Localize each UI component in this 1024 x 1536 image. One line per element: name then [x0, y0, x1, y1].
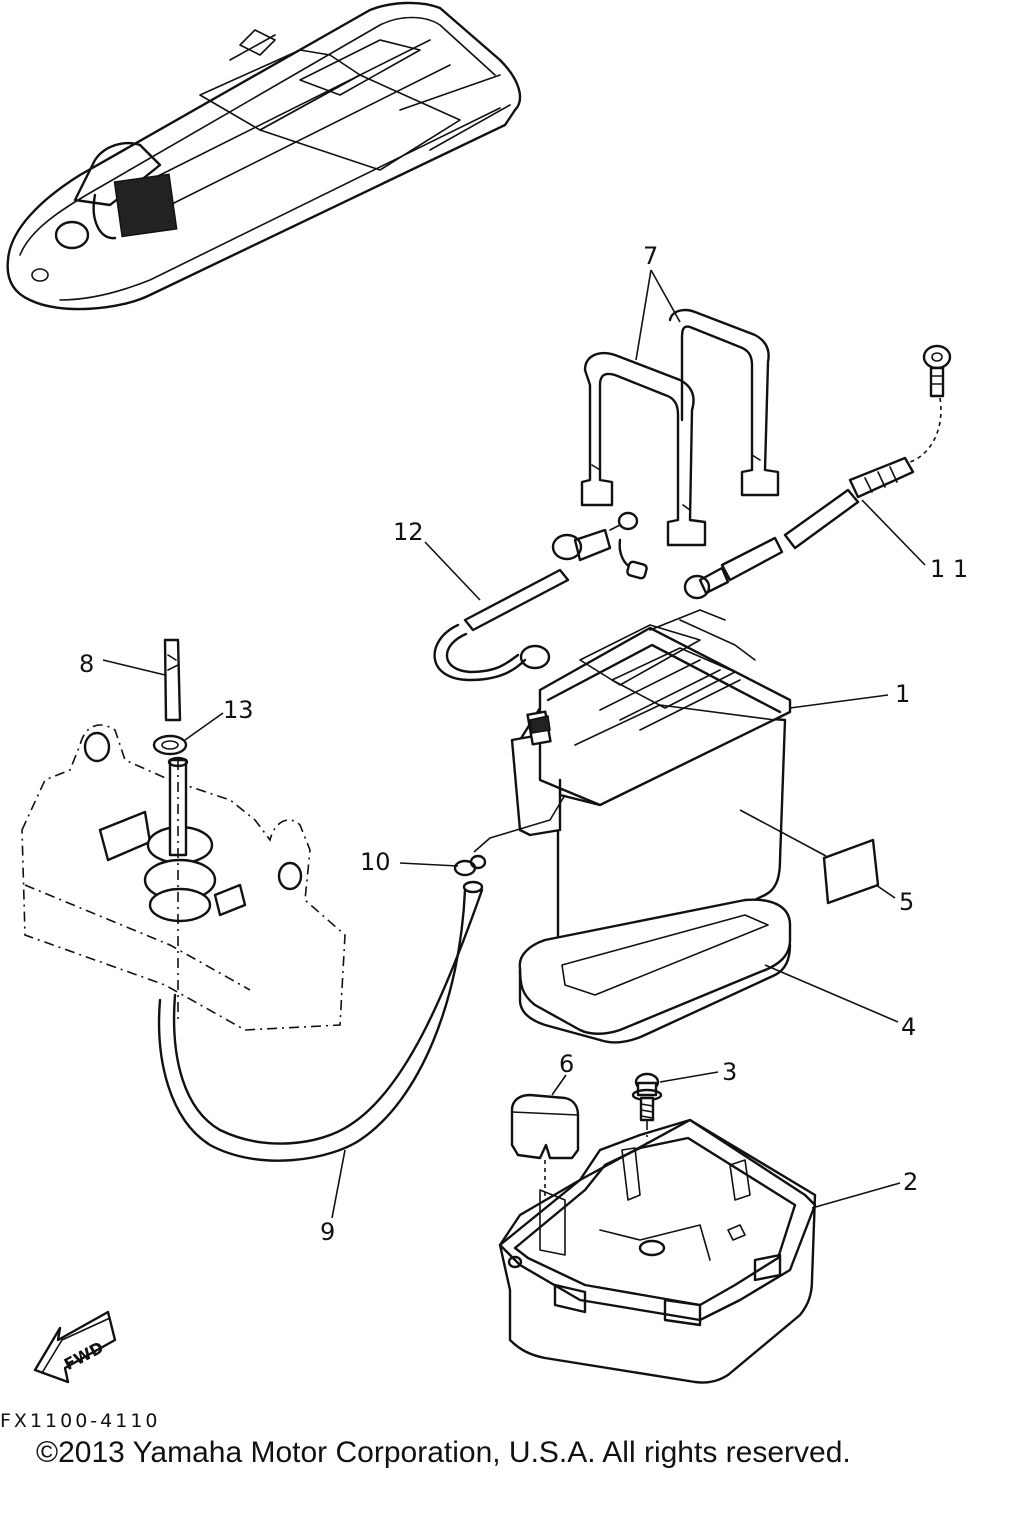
- battery-bracket: [21, 724, 346, 1031]
- part-2-battery-box: 2: [498, 1118, 918, 1384]
- callout-9: 9: [320, 1218, 335, 1246]
- part-1-battery: 1: [473, 609, 910, 972]
- callout-2: 2: [903, 1168, 918, 1196]
- part-3-bolt: 3: [631, 1058, 737, 1245]
- callout-12: 12: [393, 518, 424, 546]
- part-12-negative-cable: 12: [393, 511, 648, 682]
- part-4-rubber-pad: 4: [518, 898, 916, 1044]
- callout-3: 3: [722, 1058, 737, 1086]
- part-6-terminal-cap: 6: [510, 1050, 580, 1250]
- copyright-notice: ©2013 Yamaha Motor Corporation, U.S.A. A…: [36, 1436, 851, 1469]
- callout-4: 4: [901, 1013, 916, 1041]
- part-5-label: 5: [739, 809, 914, 916]
- callout-5: 5: [899, 888, 914, 916]
- fwd-arrow-icon: FWD: [33, 1310, 117, 1384]
- callout-7: 7: [643, 242, 658, 270]
- watercraft-overview: [6, 1, 522, 311]
- callout-10: 10: [360, 848, 391, 876]
- callout-8: 8: [79, 650, 94, 678]
- diagram-code: FX1100-4110: [0, 1410, 161, 1432]
- part-13-hose-clip: 13: [152, 696, 254, 756]
- part-8-breather-fitting: 8: [79, 638, 182, 722]
- part-7-battery-bands: 7: [580, 242, 780, 547]
- callout-1: 1: [895, 680, 910, 708]
- callout-6: 6: [559, 1050, 574, 1078]
- callout-11: 1 1: [930, 555, 968, 583]
- part-10-hose-clamp: 10: [360, 848, 487, 877]
- callout-13: 13: [223, 696, 254, 724]
- part-9-breather-hose: 9: [157, 880, 484, 1246]
- part-11-positive-cable: 1 1: [683, 344, 968, 600]
